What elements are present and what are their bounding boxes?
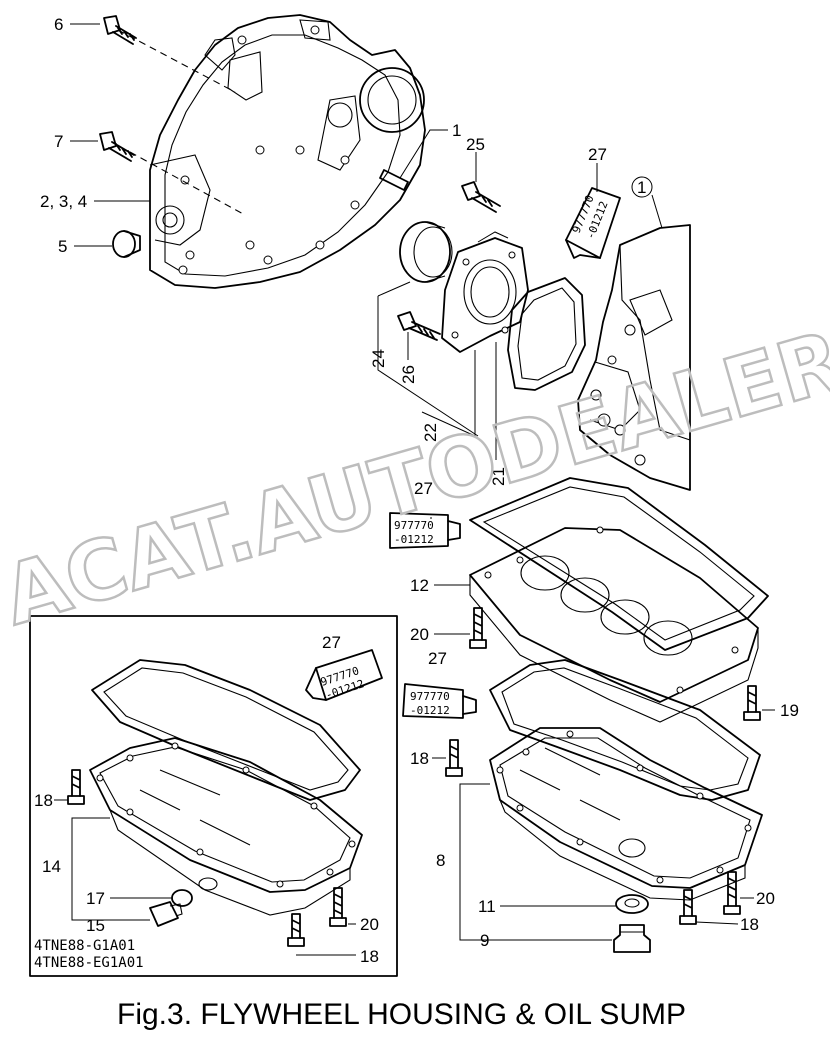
sealant-tube-top: 977770 -01212: [565, 187, 621, 259]
bolt-18-inset-upper: [67, 769, 85, 805]
tube-code-line1: 977770: [394, 519, 434, 532]
inset-oil-pan-gasket: [91, 659, 361, 801]
tube-code-line1: 977770: [410, 690, 450, 703]
gasket-21: [507, 277, 586, 391]
washer-11: [615, 894, 649, 914]
callout-9: 9: [480, 931, 489, 950]
oil-seal-24: [399, 221, 453, 283]
callout-8: 8: [436, 851, 445, 870]
oil-sump-8: [489, 727, 763, 901]
bolt-7: [99, 131, 135, 162]
sealant-tube-mid: 977770 -01212: [389, 512, 461, 549]
figure-caption: Fig.3. FLYWHEEL HOUSING & OIL SUMP: [117, 998, 686, 1031]
callout-18-right-lower: 18: [740, 915, 759, 934]
callout-27-right: 27: [428, 649, 447, 668]
model-code-2: 4TNE88-EG1A01: [34, 955, 144, 971]
callout-20-inset: 20: [360, 915, 379, 934]
callout-22: 22: [421, 423, 440, 442]
bolt-18-right-upper: [445, 739, 463, 777]
dowel-pin-1: [379, 169, 409, 191]
stiffener-plate-12: [469, 526, 759, 723]
callout-24: 24: [369, 349, 388, 368]
oil-sump-gasket-right: [489, 659, 761, 801]
inset-oil-sump-14: [89, 737, 363, 916]
callout-2-3-4: 2, 3, 4: [40, 192, 87, 211]
circled-callout-1: [631, 176, 653, 198]
callout-18-inset-upper: 18: [34, 791, 53, 810]
callout-27-inset: 27: [322, 633, 341, 652]
callout-21: 21: [489, 467, 508, 486]
callout-14: 14: [42, 857, 61, 876]
bolt-26: [397, 311, 441, 341]
callout-18-inset-lower: 18: [360, 947, 379, 966]
callout-27-mid: 27: [414, 479, 433, 498]
callout-17: 17: [86, 889, 105, 908]
callout-5: 5: [58, 237, 67, 256]
inset-frame: [29, 615, 398, 977]
bolt-18-right-lower: [679, 889, 697, 925]
seal-case: [441, 231, 529, 353]
leader-lines: [54, 23, 775, 956]
bolt-6: [103, 15, 137, 45]
drain-plug-9: [613, 924, 651, 953]
plug-5: [112, 230, 141, 258]
callout-26: 26: [399, 365, 418, 384]
flywheel-housing: [117, 14, 426, 289]
sealant-tube-right: 977770 -01212: [402, 683, 477, 719]
plug-15: [149, 901, 183, 927]
callout-18-right-upper: 18: [410, 749, 429, 768]
callout-19: 19: [780, 701, 799, 720]
tube-code-line2: -01212: [394, 533, 434, 546]
bolt-19: [743, 685, 761, 721]
callout-15: 15: [86, 916, 105, 935]
bolt-20-top: [469, 607, 487, 649]
o-ring-17: [171, 889, 193, 907]
sealant-tube-inset: 977770 -01212: [305, 649, 383, 702]
oil-pan-gasket-top: [469, 477, 769, 651]
callout-11: 11: [478, 897, 496, 916]
callout-labels: 6 7 2, 3, 4 5 1 25 27 1 24 26 22 21 27 1…: [34, 15, 799, 966]
callout-25: 25: [466, 135, 485, 154]
callout-12: 12: [410, 576, 429, 595]
bolt-25: [461, 181, 501, 213]
callout-20-right: 20: [756, 889, 775, 908]
callout-7: 7: [54, 132, 63, 151]
bolt-20-inset: [329, 887, 347, 927]
bolt-18-inset-lower: [287, 913, 305, 947]
model-code-1: 4TNE88-G1A01: [34, 938, 135, 954]
callout-1: 1: [452, 121, 461, 140]
cylinder-block: [577, 224, 691, 491]
bolt-20-right: [723, 871, 741, 915]
callout-1-circled: 1: [637, 178, 646, 197]
callout-6: 6: [54, 15, 63, 34]
tube-code-line2: -01212: [410, 704, 450, 717]
callout-27-top: 27: [588, 145, 607, 164]
callout-20-top: 20: [410, 625, 429, 644]
